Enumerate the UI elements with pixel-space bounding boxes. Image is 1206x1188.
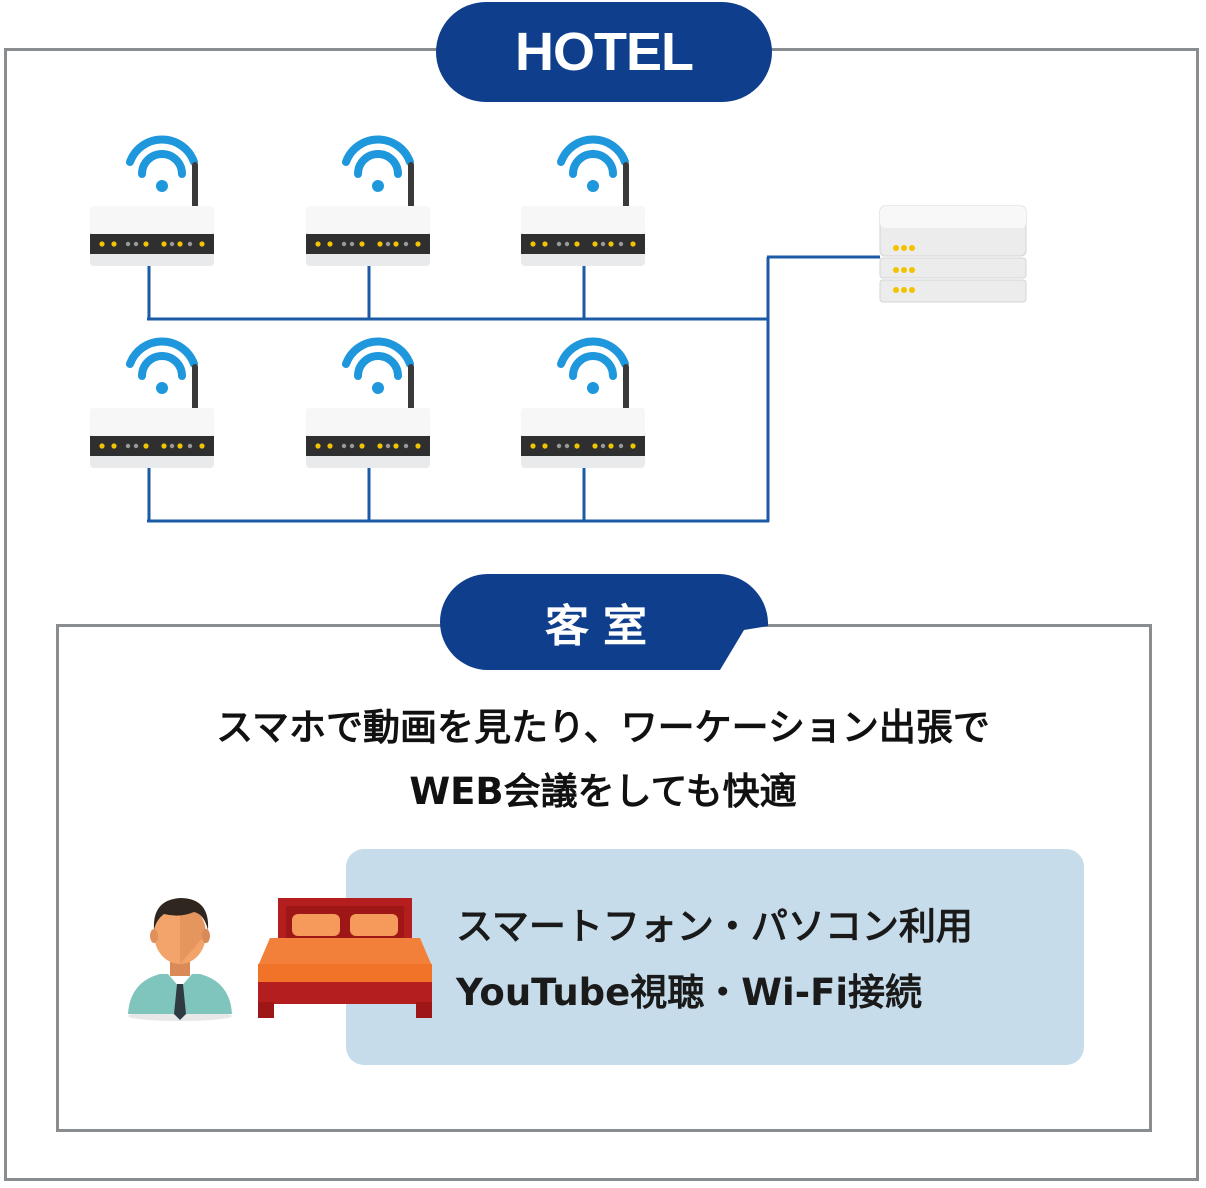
wifi-router-icon: [84, 132, 220, 272]
room-description-line-1: スマホで動画を見たり、ワーケーション出張で: [216, 706, 990, 749]
wifi-router-icon: [515, 132, 651, 272]
bed-icon: [256, 894, 434, 1020]
wifi-router-icon: [300, 132, 436, 272]
usage-info-line-1: スマートフォン・パソコン利用: [456, 905, 973, 948]
businessman-icon: [124, 882, 236, 1022]
room-description: スマホで動画を見たり、ワーケーション出張で WEB会議をしても快適: [100, 696, 1106, 824]
wifi-router-icon: [300, 334, 436, 474]
hotel-label-badge: HOTEL: [436, 2, 772, 102]
server-rack-icon: [874, 200, 1038, 306]
guest-room-badge: [440, 574, 768, 670]
wifi-router-icon: [84, 334, 220, 474]
guest-room-label: 客室: [545, 601, 661, 652]
usage-info-line-2: YouTube視聴・Wi-Fi接続: [456, 971, 923, 1014]
room-description-line-2: WEB会議をしても快適: [409, 770, 797, 813]
hotel-label: HOTEL: [515, 22, 694, 82]
wifi-router-icon: [515, 334, 651, 474]
usage-info-box: [346, 849, 1084, 1065]
